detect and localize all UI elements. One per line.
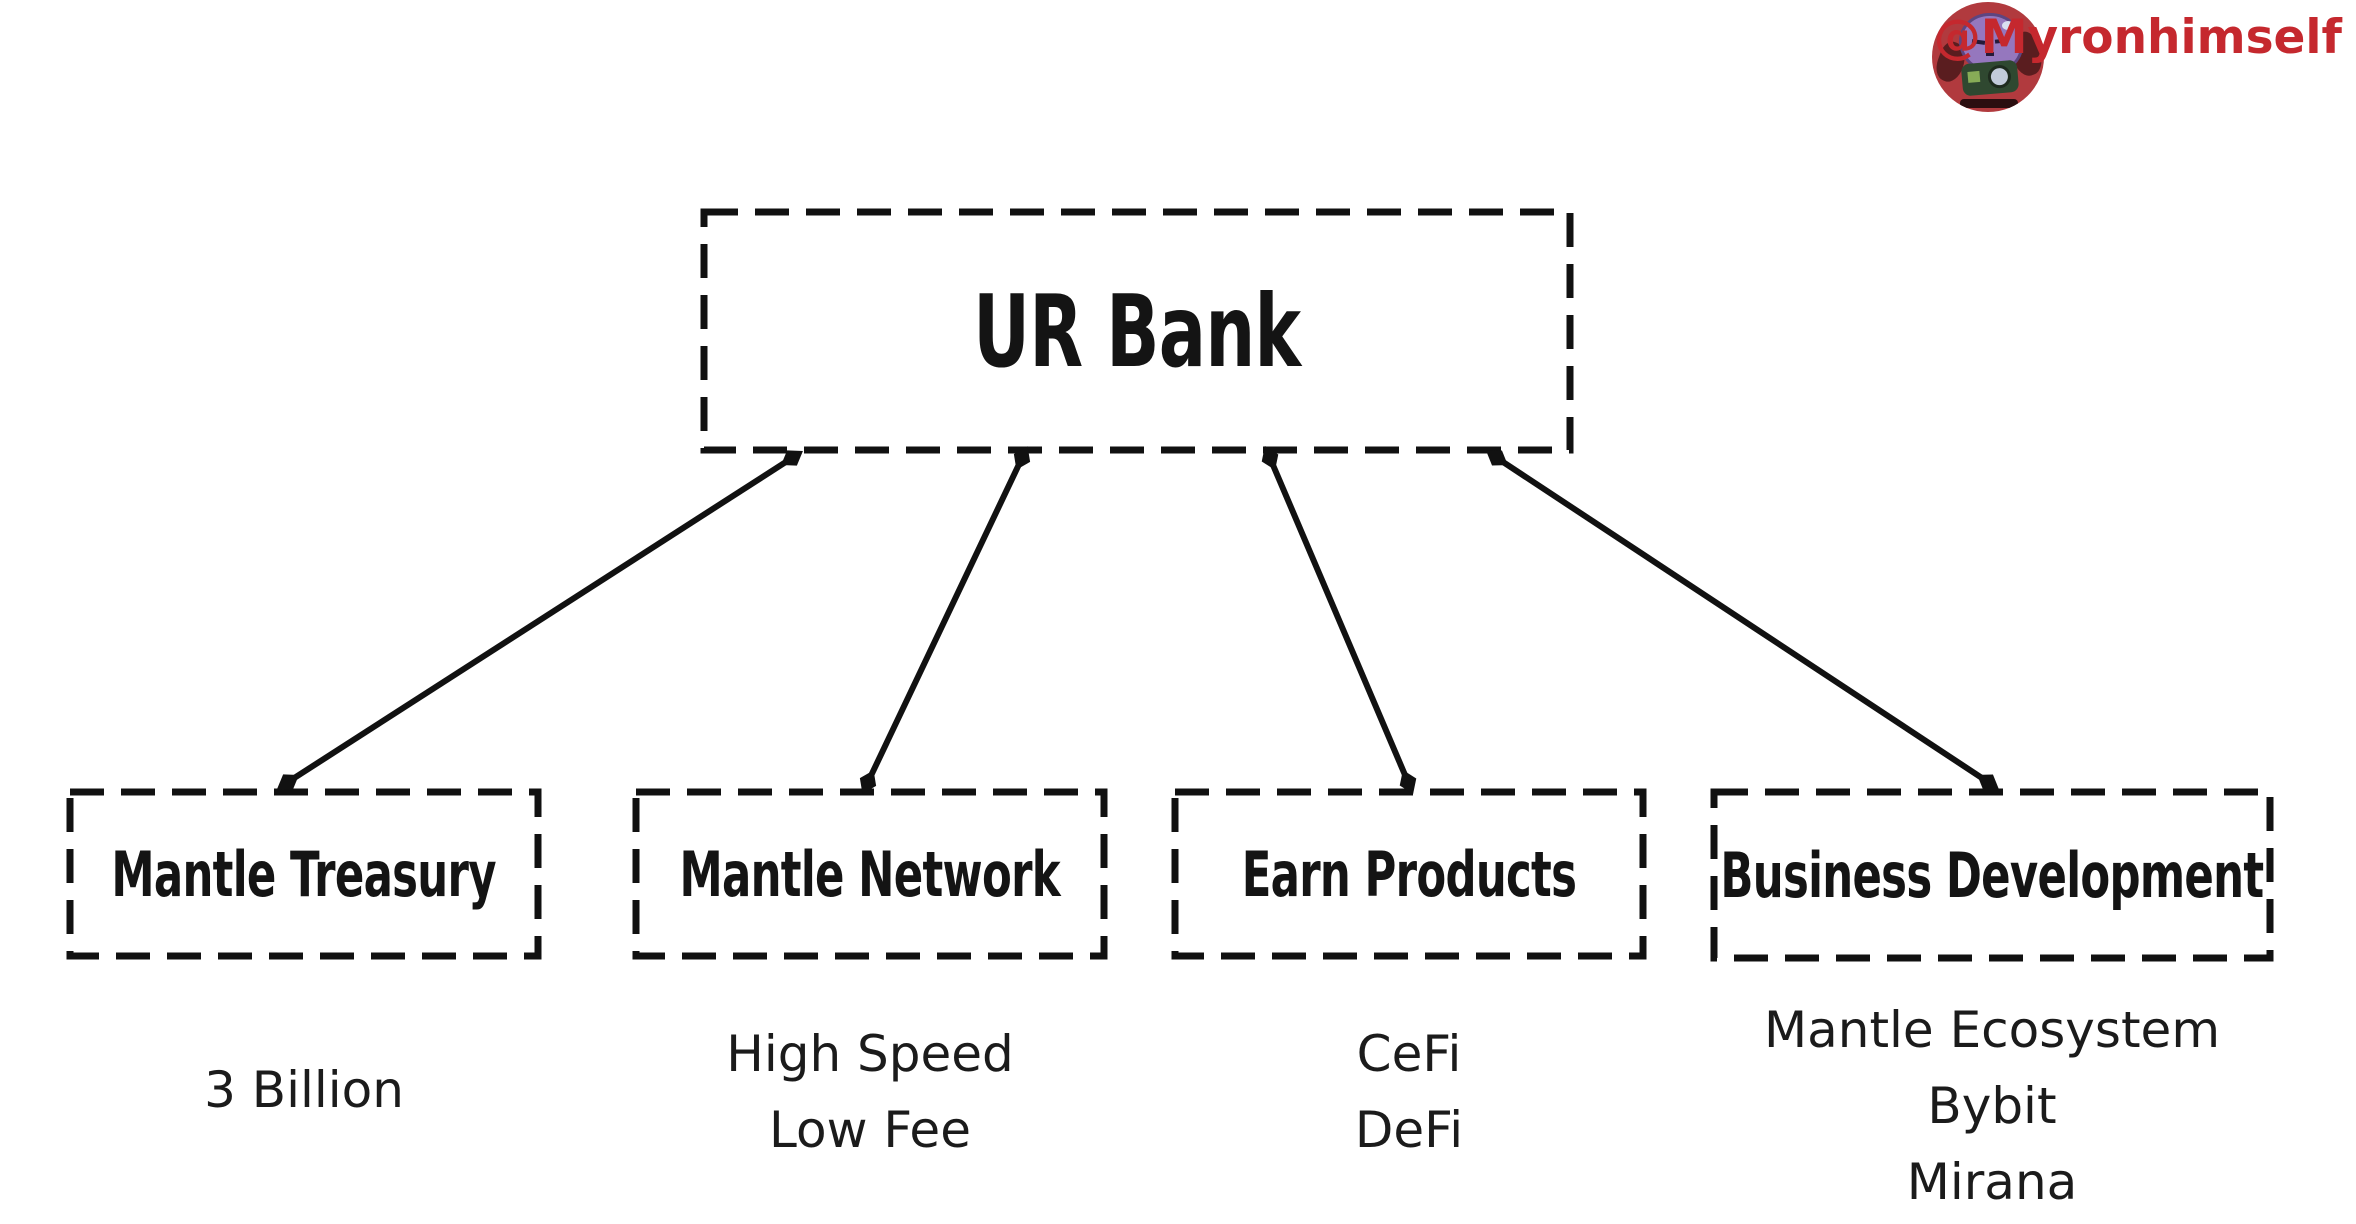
avatar-shadow: [1960, 99, 2018, 108]
node-ur-bank: UR Bank: [704, 212, 1570, 450]
node-earn-products: Earn Products: [1175, 792, 1643, 956]
author-handle: @Myronhimself: [1933, 10, 2342, 65]
edge-urbank-treasury: [277, 450, 803, 790]
node-box-business-development: [1710, 788, 2274, 962]
avatar: [1932, 2, 2044, 112]
caption-line: Mantle Ecosystem: [1763, 1001, 2221, 1059]
pixel-creature-body-icon: [1960, 59, 2020, 97]
edge-urbank-network: [859, 446, 1031, 794]
node-ur-bank-label: UR Bank: [973, 272, 1301, 390]
node-earn-products-label: Earn Products: [1241, 837, 1577, 911]
caption-line: 3 Billion: [204, 1061, 404, 1119]
node-box-ur-bank: [700, 208, 1574, 454]
node-mantle-treasury-label: Mantle Treasury: [111, 837, 497, 911]
edge-urbank-bizdev: [1486, 450, 1999, 790]
caption-line: Mirana: [1906, 1153, 2078, 1211]
node-mantle-network: Mantle Network: [636, 792, 1104, 956]
node-business-development-label: Business Development: [1720, 838, 2264, 912]
caption-line: CeFi: [1356, 1025, 1462, 1083]
node-mantle-treasury: Mantle Treasury: [70, 792, 538, 956]
caption-line: Bybit: [1927, 1077, 2057, 1135]
caption-earn-products: CeFi DeFi: [1175, 1016, 1643, 1168]
caption-line: DeFi: [1354, 1101, 1464, 1159]
caption-business-development: Mantle Ecosystem Bybit Mirana: [1714, 992, 2270, 1220]
node-business-development: Business Development: [1714, 792, 2270, 958]
node-mantle-network-label: Mantle Network: [679, 837, 1061, 911]
caption-line: High Speed: [726, 1025, 1014, 1083]
caption-mantle-network: High Speed Low Fee: [636, 1016, 1104, 1168]
caption-line: Low Fee: [769, 1101, 971, 1159]
caption-mantle-treasury: 3 Billion: [70, 1052, 538, 1128]
node-box-mantle-treasury: [66, 788, 542, 960]
edge-urbank-earn: [1261, 446, 1417, 794]
